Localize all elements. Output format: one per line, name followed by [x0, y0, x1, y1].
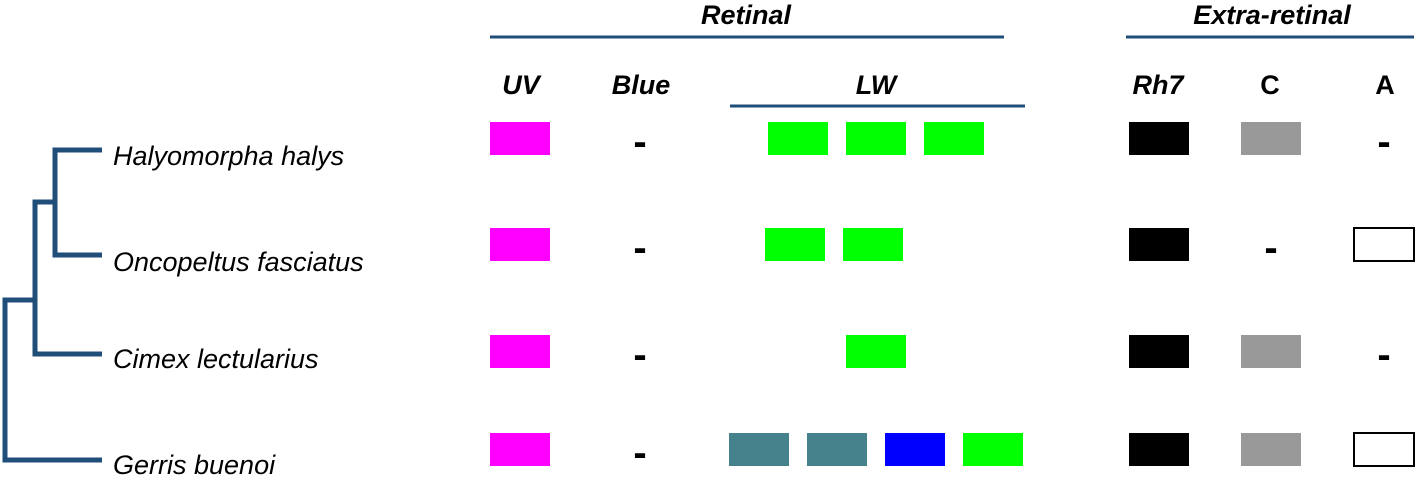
column-header-lw: LW: [856, 70, 899, 100]
uv-opsin-box: [490, 122, 550, 155]
uv-opsin-box: [490, 335, 550, 368]
uv-opsin-box: [490, 433, 550, 466]
tree-clade-with-cimex: [32, 199, 102, 357]
lw-opsin-box: [885, 433, 945, 466]
blue-absent-mark: -: [633, 431, 646, 475]
lw-opsin-box: [768, 122, 828, 155]
species-label: Oncopeltus fasciatus: [113, 247, 364, 277]
c-absent-mark: -: [1264, 226, 1277, 270]
lw-opsin-box: [924, 122, 984, 155]
lw-opsin-box: [846, 122, 906, 155]
phylogenetic-tree: [2, 147, 102, 463]
lw-opsin-box: [807, 433, 867, 466]
rh7-opsin-box: [1129, 335, 1189, 368]
lw-opsin-box: [729, 433, 789, 466]
column-header-rh7: Rh7: [1132, 70, 1185, 100]
a-opsin-box: [1353, 227, 1415, 262]
rh7-opsin-box: [1129, 228, 1189, 261]
c-opsin-box: [1241, 335, 1301, 368]
lw-opsin-box: [963, 433, 1023, 466]
lw-opsin-box: [843, 228, 903, 261]
species-label: Gerris buenoi: [113, 450, 276, 480]
blue-absent-mark: -: [633, 333, 646, 377]
column-header-c: C: [1260, 70, 1280, 100]
species-label: Halyomorpha halys: [113, 141, 344, 171]
extra-retinal-group-label: Extra-retinal: [1193, 0, 1351, 30]
species-label: Cimex lectularius: [113, 344, 319, 374]
rh7-opsin-box: [1129, 433, 1189, 466]
tree-clade-halyomorpha-oncopeltus: [52, 147, 102, 258]
a-absent-mark: -: [1377, 333, 1390, 377]
column-header-a: A: [1375, 70, 1395, 100]
species-rows: Halyomorpha halys - - Oncopeltus fasciatus -…: [113, 120, 1415, 480]
c-opsin-box: [1241, 122, 1301, 155]
retinal-group-label: Retinal: [701, 0, 792, 30]
lw-opsin-box: [765, 228, 825, 261]
uv-opsin-box: [490, 228, 550, 261]
c-opsin-box: [1241, 433, 1301, 466]
blue-absent-mark: -: [633, 226, 646, 270]
tree-root: [2, 297, 102, 463]
blue-absent-mark: -: [633, 120, 646, 164]
a-absent-mark: -: [1377, 120, 1390, 164]
a-opsin-box: [1353, 432, 1415, 467]
lw-opsin-box: [846, 335, 906, 368]
rh7-opsin-box: [1129, 122, 1189, 155]
column-header-uv: UV: [502, 70, 541, 100]
column-header-blue: Blue: [612, 70, 671, 100]
